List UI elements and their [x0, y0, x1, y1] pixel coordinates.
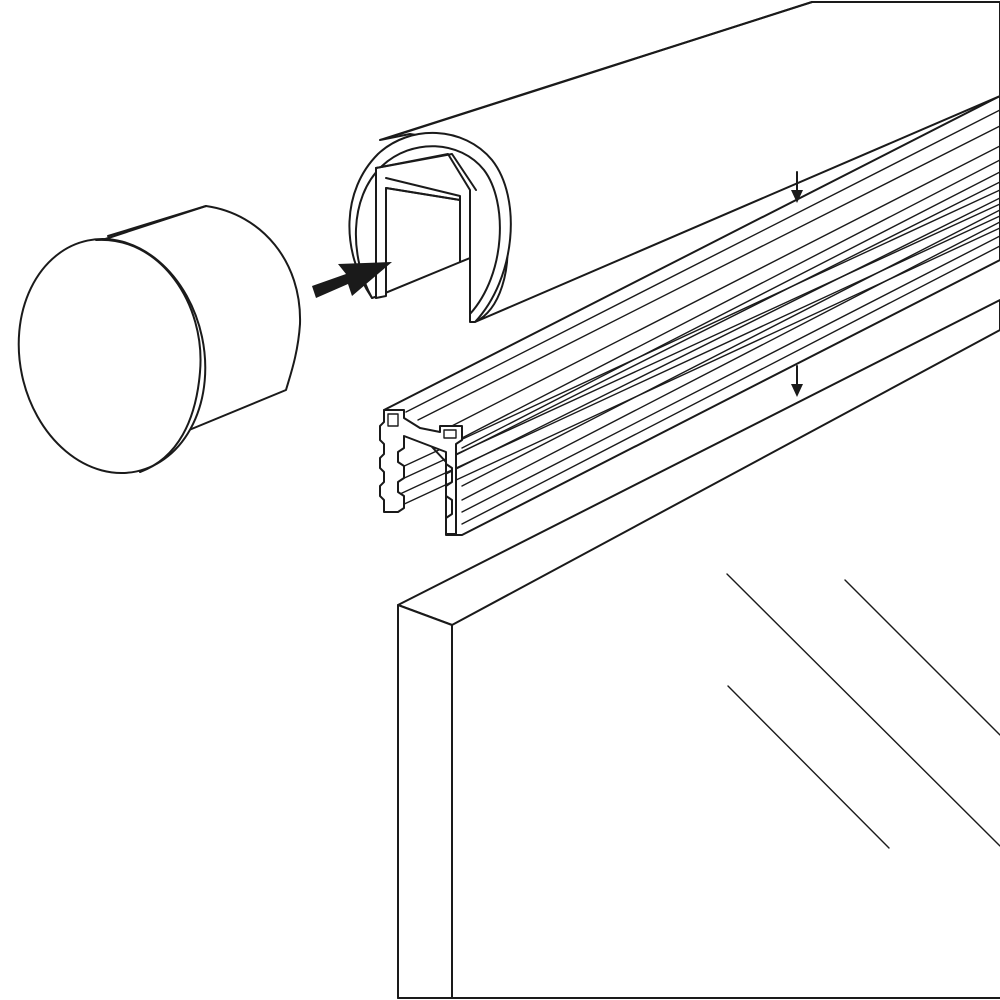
glass-reflection-lines [726, 573, 1000, 849]
glass-panel [397, 299, 1000, 999]
handrail-tube [348, 1, 1000, 323]
insert-arrow-icon [312, 262, 392, 298]
gasket-profile [379, 95, 1000, 536]
gasket-end-profile [379, 409, 463, 535]
gasket-ridges [399, 109, 1000, 525]
end-cap [17, 205, 302, 474]
down-arrow-icon [791, 365, 803, 397]
handrail-channel [375, 153, 477, 299]
down-arrow-icon [791, 171, 803, 203]
